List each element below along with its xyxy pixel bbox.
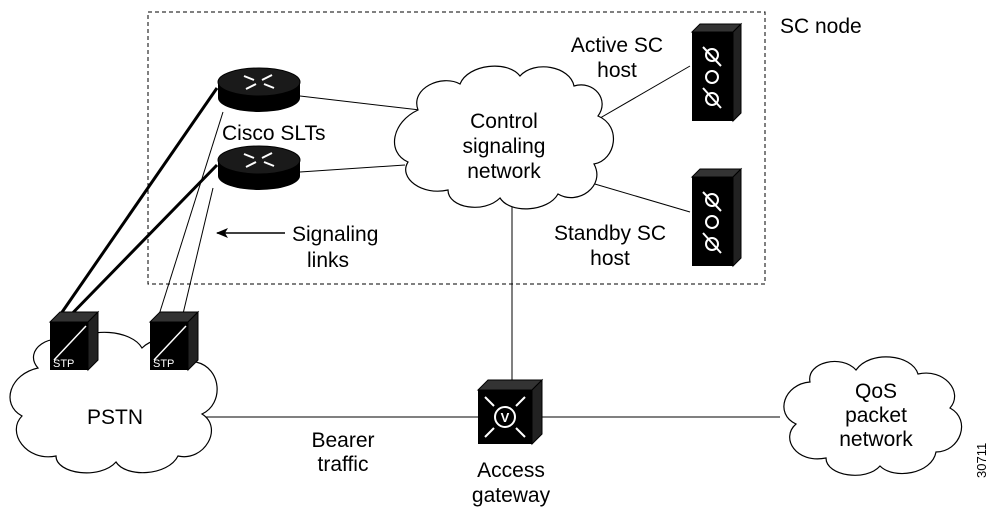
stp-icon: STP bbox=[48, 310, 100, 372]
sc-node-label: SC node bbox=[780, 15, 862, 38]
access-gateway-label-line2: gateway bbox=[472, 484, 551, 507]
bearer-traffic-label-line1: Bearer bbox=[311, 429, 374, 452]
stp-label: STP bbox=[153, 358, 174, 370]
figure-id: 30711 bbox=[974, 443, 989, 478]
qos-label-line1: QoS bbox=[855, 380, 897, 403]
slt-router-icon bbox=[217, 67, 301, 112]
active-sc-host-label-line2: host bbox=[597, 59, 637, 82]
control-network-label-line1: Control bbox=[470, 110, 538, 133]
access-gateway-icon: V bbox=[476, 378, 544, 446]
stp-label: STP bbox=[53, 358, 74, 370]
control-network-label-line2: signaling bbox=[463, 135, 546, 158]
standby-sc-host-label-line2: host bbox=[590, 247, 630, 270]
access-gateway-label-line1: Access bbox=[477, 459, 545, 482]
standby-sc-host-label-line1: Standby SC bbox=[554, 222, 666, 245]
cisco-slts-label: Cisco SLTs bbox=[222, 122, 325, 145]
bearer-traffic-label-line2: traffic bbox=[318, 453, 369, 476]
active-sc-host-icon bbox=[690, 22, 743, 123]
qos-label-line2: packet bbox=[845, 404, 907, 427]
sc-node-boundary bbox=[147, 11, 766, 285]
connections bbox=[56, 65, 780, 418]
standby-sc-host-icon bbox=[690, 167, 743, 268]
slt-router-icon bbox=[217, 145, 301, 190]
signaling-links-label-line2: links bbox=[307, 249, 349, 272]
control-signaling-network-cloud: Control signaling network bbox=[393, 65, 614, 210]
signaling-links-label-line1: Signaling bbox=[292, 223, 378, 246]
qos-label-line3: network bbox=[839, 428, 913, 451]
active-sc-host-label-line1: Active SC bbox=[571, 34, 663, 57]
control-network-label-line3: network bbox=[467, 160, 541, 183]
pstn-label: PSTN bbox=[87, 406, 143, 429]
svg-text:V: V bbox=[501, 410, 510, 425]
qos-packet-network-cloud: QoS packet network bbox=[783, 356, 963, 476]
stp-icon: STP bbox=[148, 310, 200, 372]
